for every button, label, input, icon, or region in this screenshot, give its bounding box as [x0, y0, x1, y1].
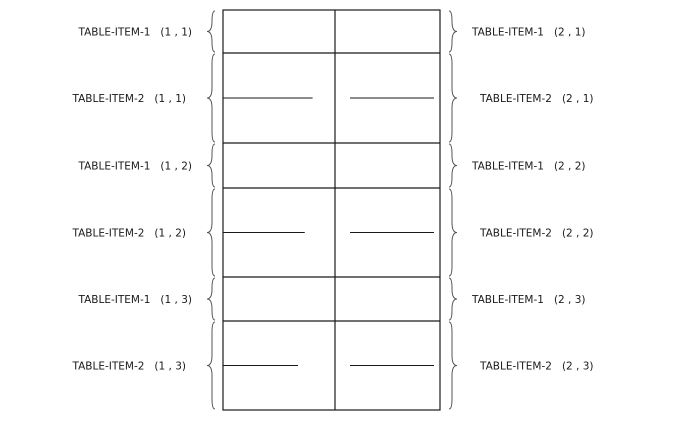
right-brace [448, 10, 458, 53]
left-row-label: TABLE-ITEM-1 (1 , 2) [77, 161, 192, 173]
right-brace [448, 321, 458, 410]
left-row-label: TABLE-ITEM-1 (1 , 3) [77, 294, 192, 306]
left-brace [206, 53, 216, 143]
right-brace [448, 277, 458, 321]
left-brace [206, 10, 216, 53]
row-labels: TABLE-ITEM-1 (1 , 1) TABLE-ITEM-1 (2 , 1)… [71, 27, 593, 373]
left-brace [206, 321, 216, 410]
right-row-label: TABLE-ITEM-2 (2 , 3) [479, 361, 594, 373]
left-row-label: TABLE-ITEM-2 (1 , 2) [71, 228, 186, 240]
left-row-label: TABLE-ITEM-2 (1 , 1) [71, 93, 186, 105]
right-brace [448, 53, 458, 143]
left-row-label: TABLE-ITEM-2 (1 , 3) [71, 361, 186, 373]
right-row-label: TABLE-ITEM-2 (2 , 2) [479, 228, 594, 240]
left-brace [206, 277, 216, 321]
table-frame [222, 9, 441, 411]
left-brace [206, 188, 216, 277]
right-row-label: TABLE-ITEM-1 (2 , 3) [471, 294, 586, 306]
left-brace [206, 143, 216, 188]
table-grid [222, 9, 441, 411]
right-row-label: TABLE-ITEM-2 (2 , 1) [479, 93, 594, 105]
right-brace [448, 143, 458, 188]
cell-fill-lines [223, 97, 434, 366]
row-braces [206, 10, 458, 410]
right-row-label: TABLE-ITEM-1 (2 , 2) [471, 161, 586, 173]
left-row-label: TABLE-ITEM-1 (1 , 1) [77, 27, 192, 39]
right-row-label: TABLE-ITEM-1 (2 , 1) [471, 27, 586, 39]
right-brace [448, 188, 458, 277]
